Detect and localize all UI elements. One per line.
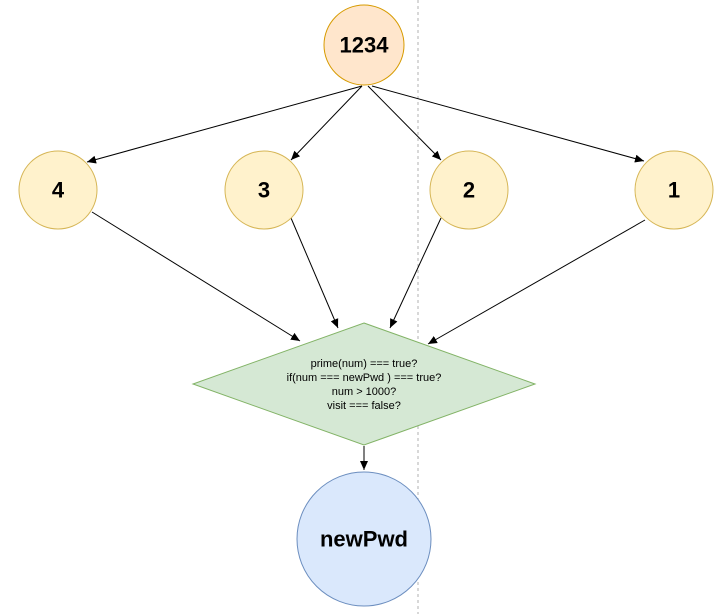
digit-label: 4 bbox=[52, 178, 65, 203]
edge-3-to-condition bbox=[290, 217, 339, 329]
edge-root-to-1 bbox=[371, 85, 645, 163]
edge-4-to-condition bbox=[91, 211, 301, 342]
digit-node-1: 1 bbox=[634, 150, 714, 230]
result-label: newPwd bbox=[320, 527, 408, 552]
edge-root-to-3 bbox=[290, 85, 363, 161]
condition-diamond: prime(num) === true? if(num === newPwd )… bbox=[191, 322, 537, 446]
root-node: 1234 bbox=[323, 4, 405, 86]
digit-node-2: 2 bbox=[429, 150, 509, 230]
digit-label: 3 bbox=[258, 178, 270, 203]
condition-line-1: prime(num) === true? bbox=[311, 358, 418, 370]
digit-label: 1 bbox=[668, 178, 680, 203]
edge-root-to-4 bbox=[86, 85, 363, 164]
digit-node-4: 4 bbox=[18, 150, 98, 230]
condition-line-4: visit === false? bbox=[327, 400, 401, 412]
condition-line-3: num > 1000? bbox=[332, 386, 397, 398]
digit-node-3: 3 bbox=[224, 150, 304, 230]
digit-label: 2 bbox=[463, 178, 475, 203]
edge-root-to-2 bbox=[367, 85, 442, 161]
root-label: 1234 bbox=[340, 33, 390, 58]
edge-2-to-condition bbox=[389, 217, 442, 329]
edge-1-to-condition bbox=[427, 219, 646, 345]
result-node: newPwd bbox=[296, 471, 432, 607]
condition-line-2: if(num === newPwd ) === true? bbox=[287, 372, 442, 384]
